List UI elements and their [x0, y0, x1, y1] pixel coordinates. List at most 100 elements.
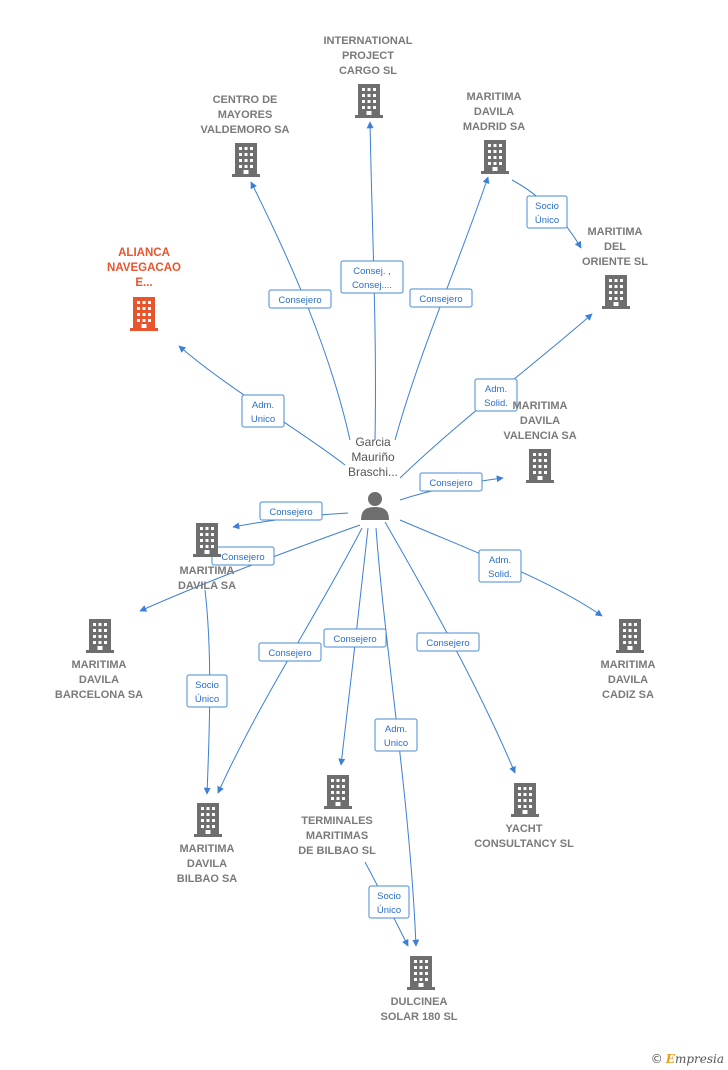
edge-label: Adm. Solid.	[478, 549, 522, 583]
edge-label-line: Solid.	[488, 569, 512, 580]
building-icon	[324, 775, 352, 809]
building-icon	[602, 275, 630, 309]
edge-label-line: Único	[535, 215, 559, 226]
edge-label-line: Consejero	[278, 295, 321, 306]
edge-label-line: Socio	[195, 680, 219, 691]
node-label: MARITIMA	[180, 565, 235, 577]
edge-label-line: Adm.	[385, 724, 407, 735]
building-icon	[355, 84, 383, 118]
copyright-icon: ©	[650, 1052, 663, 1066]
edge-label-line: Consej. ,	[353, 266, 391, 277]
building-icon	[232, 143, 260, 177]
credit-initial: E	[665, 1052, 675, 1066]
edge-label: Consejero	[323, 628, 387, 648]
edge-label-line: Único	[195, 694, 219, 705]
edge-label: Consejero	[416, 632, 480, 652]
edge-label: Socio Único	[186, 674, 228, 708]
node-maritima-davila-sa[interactable]: MARITIMA DAVILA SA	[178, 523, 236, 592]
node-maritima-davila-madrid[interactable]: MARITIMA DAVILA MADRID SA	[463, 91, 525, 174]
node-maritima-davila-bilbao[interactable]: MARITIMA DAVILA BILBAO SA	[177, 803, 238, 885]
node-label: DAVILA	[187, 858, 227, 870]
edge-label-line: Socio	[377, 891, 401, 902]
node-label: VALENCIA SA	[503, 430, 576, 442]
person-label: Mauriño	[351, 450, 395, 464]
node-label: PROJECT	[342, 50, 394, 62]
edge-label-line: Consejero	[429, 478, 472, 489]
node-international-project-cargo[interactable]: INTERNATIONAL PROJECT CARGO SL	[323, 35, 413, 118]
node-label: DEL	[604, 241, 626, 253]
edge-label-line: Consejero	[269, 507, 312, 518]
node-label: MAYORES	[218, 109, 273, 121]
building-icon	[526, 449, 554, 483]
node-label: INTERNATIONAL	[323, 35, 412, 47]
node-label: DAVILA	[474, 106, 514, 118]
person-label: Braschi...	[348, 465, 398, 479]
node-alianca-navegacao[interactable]: ALIANCA NAVEGACAO E...	[107, 247, 181, 331]
edge-label-line: Unico	[251, 414, 275, 425]
building-icon	[193, 523, 221, 557]
node-label: DE BILBAO SL	[298, 845, 376, 857]
node-label: DAVILA	[79, 674, 119, 686]
node-yacht-consultancy[interactable]: YACHT CONSULTANCY SL	[474, 783, 574, 850]
edge-label-line: Consejero	[221, 552, 264, 563]
edge-label: Consejero	[268, 289, 332, 309]
node-label: DAVILA	[608, 674, 648, 686]
node-label: BARCELONA SA	[55, 689, 143, 701]
edge-label: Adm. Unico	[374, 718, 418, 752]
node-terminales-maritimas[interactable]: TERMINALES MARITIMAS DE BILBAO SL	[298, 775, 376, 857]
node-label: VALDEMORO SA	[200, 124, 289, 136]
edge-label-line: Consej....	[352, 280, 392, 291]
node-label: ALIANCA	[118, 247, 170, 259]
node-label: MARITIMA	[467, 91, 522, 103]
node-label: ORIENTE SL	[582, 256, 648, 268]
edge-label: Socio Único	[526, 195, 568, 229]
node-centro-de-mayores[interactable]: CENTRO DE MAYORES VALDEMORO SA	[200, 94, 290, 177]
person-label: Garcia	[355, 435, 391, 449]
edge-label-line: Consejero	[419, 294, 462, 305]
edge-label-line: Consejero	[268, 648, 311, 659]
node-label: TERMINALES	[301, 815, 373, 827]
edge-label: Adm. Unico	[241, 394, 285, 428]
node-label: MARITIMA	[72, 659, 127, 671]
edge-label: Adm. Solid.	[474, 378, 518, 412]
person-icon	[361, 492, 389, 520]
edge-line	[139, 524, 361, 612]
node-maritima-davila-cadiz[interactable]: MARITIMA DAVILA CADIZ SA	[601, 619, 656, 701]
node-label: CENTRO DE	[213, 94, 278, 106]
edge-label-line: Adm.	[489, 555, 511, 566]
node-label: SOLAR 180 SL	[380, 1011, 457, 1023]
node-label: MADRID SA	[463, 121, 525, 133]
building-icon	[511, 783, 539, 817]
node-label: CADIZ SA	[602, 689, 654, 701]
edge-label: Consejero	[211, 546, 275, 566]
node-label: MARITIMAS	[306, 830, 368, 842]
node-dulcinea-solar[interactable]: DULCINEA SOLAR 180 SL	[380, 956, 458, 1023]
node-maritima-del-oriente[interactable]: MARITIMA DEL ORIENTE SL	[582, 226, 648, 309]
node-label: E...	[135, 277, 152, 289]
edge-label-line: Adm.	[252, 400, 274, 411]
node-maritima-davila-barcelona[interactable]: MARITIMA DAVILA BARCELONA SA	[55, 619, 143, 701]
node-label: DAVILA	[520, 415, 560, 427]
building-icon	[86, 619, 114, 653]
empresia-credit: ©Empresia	[651, 1052, 724, 1066]
building-icon	[130, 297, 158, 331]
building-icon	[194, 803, 222, 837]
node-label: DAVILA SA	[178, 580, 236, 592]
edge-label: Consejero	[259, 501, 323, 521]
edge-label-line: Consejero	[333, 634, 376, 645]
building-icon	[616, 619, 644, 653]
credit-text: mpresia	[674, 1052, 724, 1066]
edge-label: Consej. , Consej....	[340, 260, 404, 294]
node-label: YACHT	[506, 823, 543, 835]
node-person-garcia[interactable]: Garcia Mauriño Braschi...	[348, 435, 398, 520]
building-icon	[481, 140, 509, 174]
node-label: MARITIMA	[513, 400, 568, 412]
node-maritima-davila-valencia[interactable]: MARITIMA DAVILA VALENCIA SA	[503, 400, 577, 483]
edge-label-line: Socio	[535, 201, 559, 212]
node-label: BILBAO SA	[177, 873, 238, 885]
node-label: NAVEGACAO	[107, 262, 181, 274]
node-label: CARGO SL	[339, 65, 397, 77]
node-label: MARITIMA	[588, 226, 643, 238]
edge-line	[394, 176, 490, 441]
